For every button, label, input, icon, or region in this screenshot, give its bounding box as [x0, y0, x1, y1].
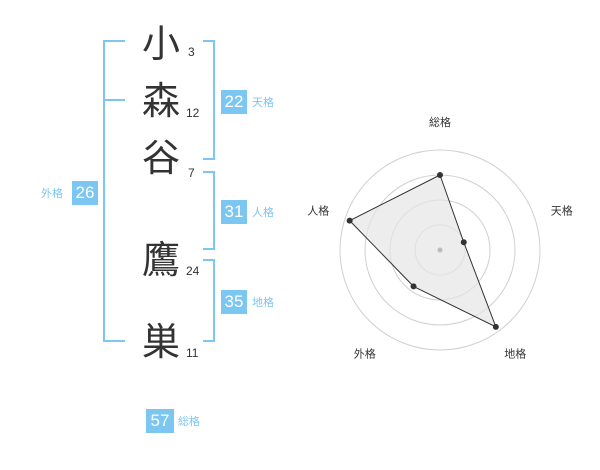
jinkaku-badge: 31 [221, 200, 247, 224]
jinkaku-bracket [203, 171, 215, 250]
radar-axis-label-3: 地格 [504, 347, 526, 361]
tenkaku-label: 天格 [252, 96, 274, 109]
name-char-2: 森 [141, 79, 180, 123]
tenkaku-badge: 22 [221, 90, 247, 114]
radar-point-1 [437, 172, 443, 178]
name-char-5: 巣 [141, 320, 180, 364]
chikaku-badge: 35 [221, 290, 247, 314]
radar-area [348, 174, 497, 328]
tenkaku-bracket [203, 40, 215, 160]
name-char-1: 小 [141, 22, 180, 66]
name-char-3: 谷 [141, 136, 180, 180]
stroke-count-1: 3 [188, 45, 195, 59]
radar-ring-4 [339, 149, 541, 351]
stroke-count-5: 11 [186, 346, 199, 360]
gaikaku-badge: 26 [72, 181, 98, 205]
radar-axis-label-5: 人格 [307, 203, 329, 217]
radar-point-5 [346, 217, 353, 224]
chikaku-label: 地格 [252, 296, 274, 309]
radar-center [437, 247, 443, 253]
radar-point-4 [410, 283, 417, 290]
radar-axis-label-2: 天格 [551, 203, 573, 217]
stroke-count-3: 7 [188, 166, 195, 180]
radar-point-2 [460, 239, 467, 246]
radar-axis-label-1: 総格 [429, 115, 451, 129]
soukaku-label: 総格 [178, 415, 200, 428]
soukaku-badge: 57 [146, 409, 174, 433]
jinkaku-label: 人格 [252, 206, 274, 219]
gaikaku-label: 外格 [41, 187, 63, 200]
stroke-count-4: 24 [186, 264, 200, 278]
name-char-4: 鷹 [141, 238, 180, 282]
radar-axis-label-4: 外格 [354, 347, 376, 361]
chikaku-bracket [203, 259, 215, 342]
stroke-count-2: 12 [186, 106, 200, 120]
gaikaku-bracket-tick [103, 99, 125, 101]
gaikaku-bracket [103, 40, 125, 342]
radar-point-3 [492, 323, 499, 330]
